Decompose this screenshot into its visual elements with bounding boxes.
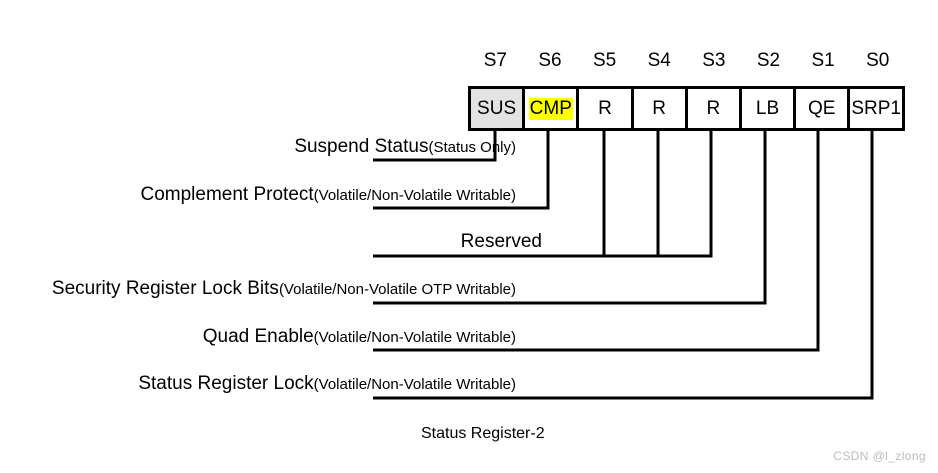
bit-index-s0: S0 <box>866 50 890 71</box>
bit-cell-label: R <box>706 97 721 119</box>
bit-cell-label: R <box>598 97 612 119</box>
description-name: Security Register Lock Bits <box>51 278 279 299</box>
bit-index-s6: S6 <box>538 50 562 71</box>
figure-caption: Status Register-2 <box>421 425 545 442</box>
bit-index-s1: S1 <box>811 50 835 71</box>
description-note: (Volatile/Non-Volatile Writable) <box>313 187 516 204</box>
watermark: CSDN @l_zlong <box>833 449 926 463</box>
leader-line-lb <box>373 131 767 305</box>
bit-cell-r-s5: R <box>579 89 634 128</box>
bit-cell-r-s3: R <box>687 89 742 128</box>
bit-index-s5: S5 <box>592 50 617 71</box>
bit-cell-label: SRP1 <box>851 97 901 119</box>
description-name: Quad Enable <box>202 326 314 347</box>
description-name: Reserved <box>460 231 542 252</box>
bit-index-s7: S7 <box>483 50 507 71</box>
bit-index-s3: S3 <box>702 50 726 71</box>
bit-index-row: S7 S6 S5 S4 S3 S2 S1 S0 <box>468 48 905 74</box>
leader-line-qe <box>373 131 820 352</box>
bit-index-s2: S2 <box>756 50 781 71</box>
description-note: (Status Only) <box>428 139 516 156</box>
register-bit-row: SUS CMP R R R LB QE SRP1 <box>468 86 905 131</box>
description-name: Suspend Status <box>294 136 429 157</box>
description-status-register-lock: Status Register Lock(Volatile/Non-Volati… <box>138 374 516 393</box>
bit-cell-srp1: SRP1 <box>850 89 902 128</box>
bit-cell-label: R <box>652 97 667 119</box>
bit-cell-label: CMP <box>528 97 573 120</box>
bit-cell-r-s4: R <box>633 89 688 128</box>
description-complement-protect: Complement Protect(Volatile/Non-Volatile… <box>140 185 516 204</box>
bit-index-s4: S4 <box>647 50 671 71</box>
bit-cell-cmp: CMP <box>525 89 580 128</box>
description-note: (Volatile/Non-Volatile Writable) <box>313 376 516 393</box>
bit-cell-label: LB <box>755 97 780 119</box>
description-suspend-status: Suspend Status(Status Only) <box>294 137 516 156</box>
description-quad-enable: Quad Enable(Volatile/Non-Volatile Writab… <box>203 327 516 346</box>
bit-cell-label: SUS <box>477 97 517 119</box>
bit-cell-label: QE <box>807 97 836 119</box>
bit-cell-lb: LB <box>741 89 797 128</box>
description-note: (Volatile/Non-Volatile Writable) <box>313 329 516 346</box>
leader-line-srp1 <box>373 131 874 400</box>
description-note: (Volatile/Non-Volatile OTP Writable) <box>278 281 516 298</box>
description-reserved: Reserved <box>461 232 542 251</box>
bit-cell-qe: QE <box>796 89 851 128</box>
description-security-register-lock-bits: Security Register Lock Bits(Volatile/Non… <box>52 279 516 298</box>
description-name: Status Register Lock <box>138 373 314 394</box>
description-name: Complement Protect <box>140 184 314 205</box>
bit-cell-sus: SUS <box>471 89 526 128</box>
